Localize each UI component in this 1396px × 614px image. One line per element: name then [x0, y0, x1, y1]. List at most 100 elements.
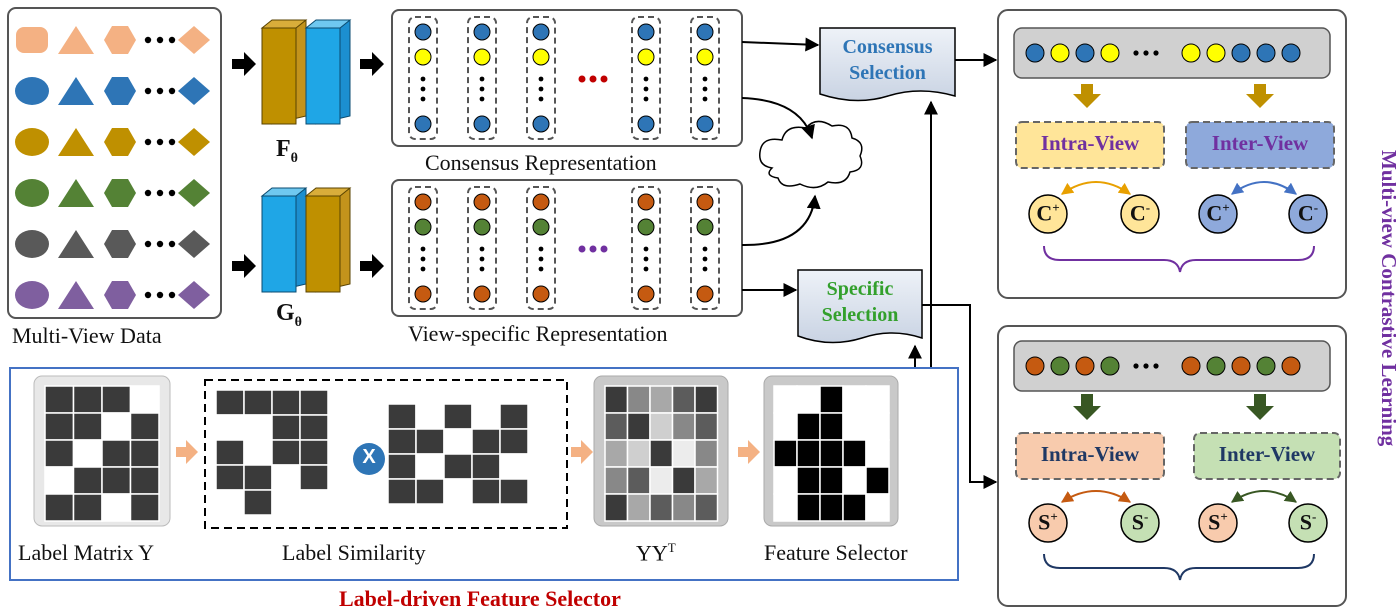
matrix-cell — [819, 439, 844, 468]
matrix-cell — [604, 493, 629, 522]
matrix-cell — [819, 412, 844, 441]
ellipsis-dot — [479, 246, 485, 252]
feature-node — [637, 218, 655, 236]
matrix-cell — [819, 385, 844, 414]
feature-node — [637, 23, 655, 41]
feature-node — [532, 193, 550, 211]
ellipsis-dot — [600, 75, 608, 83]
matrix-cell — [101, 493, 132, 522]
ellipsis-dot — [144, 87, 152, 95]
feature-node — [414, 193, 432, 211]
shape-diamond — [178, 128, 210, 156]
feature-node — [532, 115, 550, 133]
label-matrix-left — [215, 389, 329, 516]
matrix-cell — [299, 489, 329, 516]
shape-triangle — [58, 281, 94, 309]
matrix-cell — [649, 412, 674, 441]
ellipsis-dot — [702, 86, 708, 92]
label-similarity-label: Label Similarity — [282, 540, 426, 565]
s-plus-node-inter: S+ — [1199, 509, 1237, 535]
matrix-cell — [299, 414, 329, 441]
feature-column — [467, 16, 497, 140]
shape-diamond — [178, 26, 210, 54]
feature-column — [690, 186, 720, 310]
ellipsis-dot — [420, 76, 426, 82]
matrix-cell — [72, 466, 103, 495]
s-minus-node: S- — [1121, 509, 1159, 535]
consensus-contrastive-panel — [997, 9, 1347, 299]
matrix-cell — [626, 493, 651, 522]
ellipsis-dot — [144, 240, 152, 248]
feature-node — [1256, 356, 1276, 376]
ellipsis-dot — [479, 256, 485, 262]
matrix-cell — [626, 439, 651, 468]
shape-ellipse — [15, 128, 49, 156]
feature-node — [1075, 356, 1095, 376]
matrix-cell — [44, 385, 75, 414]
matrix-cell — [129, 412, 160, 441]
c-minus-inter-main: C — [1297, 200, 1314, 226]
matrix-cell — [604, 466, 629, 495]
matrix-cell — [387, 428, 417, 455]
matrix-cell — [796, 439, 821, 468]
c-plus-inter-main: C — [1206, 200, 1223, 226]
top-inter-view-label: Inter-View — [1211, 131, 1309, 155]
matrix-cell — [243, 414, 273, 441]
s-plus-inter-main: S — [1208, 509, 1221, 535]
matrix-cell — [72, 493, 103, 522]
consensus-representation-label: Consensus Representation — [425, 150, 657, 175]
ellipsis-dot — [479, 266, 485, 272]
matrix-cell — [243, 439, 273, 466]
matrix-cell — [649, 385, 674, 414]
specific-selection-line1: Specific — [826, 278, 894, 300]
feature-node — [1181, 356, 1201, 376]
matrix-cell — [604, 385, 629, 414]
feature-node — [1231, 43, 1251, 63]
ellipsis-dot — [600, 245, 608, 253]
matrix-cell — [72, 385, 103, 414]
feature-node — [696, 115, 714, 133]
label-driven-selector-title: Label-driven Feature Selector — [339, 586, 621, 611]
ellipsis-dot — [702, 76, 708, 82]
shape-hexagon — [104, 128, 136, 156]
matrix-cell — [865, 466, 890, 495]
matrix-cell — [299, 439, 329, 466]
matrix-cell — [299, 389, 329, 416]
matrix-cell — [773, 439, 798, 468]
ellipsis-dot — [1133, 363, 1139, 369]
consensus-selection-box — [819, 27, 956, 102]
feature-selector-matrix — [773, 385, 890, 522]
matrix-cell — [773, 412, 798, 441]
ellipsis-dot — [479, 86, 485, 92]
matrix-cell — [865, 412, 890, 441]
c-minus-node: C- — [1121, 200, 1159, 226]
ellipsis-dot — [420, 246, 426, 252]
feature-column — [526, 186, 556, 310]
specific-selection-text: Specific Selection — [798, 276, 922, 328]
ellipsis-dot — [589, 75, 597, 83]
matrix-cell — [129, 439, 160, 468]
feature-node — [1050, 356, 1070, 376]
c-plus-inter-sup: + — [1222, 200, 1230, 215]
matrix-cell — [415, 453, 445, 480]
matrix-cell — [44, 439, 75, 468]
feature-column — [408, 186, 438, 310]
shape-triangle — [58, 179, 94, 207]
matrix-cell — [129, 385, 160, 414]
c-plus-main: C — [1036, 200, 1053, 226]
feature-node — [1206, 356, 1226, 376]
encoder-f-icon — [260, 19, 352, 125]
matrix-cell — [415, 428, 445, 455]
consensus-selection-text: Consensus Selection — [820, 34, 955, 86]
c-minus-node-inter: C- — [1289, 200, 1327, 226]
matrix-cell — [671, 493, 696, 522]
matrix-cell — [443, 403, 473, 430]
feature-node — [473, 48, 491, 66]
specific-representation-box — [391, 179, 743, 317]
matrix-cell — [649, 493, 674, 522]
ellipsis-dot — [643, 266, 649, 272]
feature-node — [696, 285, 714, 303]
feature-selector-label: Feature Selector — [764, 540, 908, 565]
matrix-cell — [387, 403, 417, 430]
